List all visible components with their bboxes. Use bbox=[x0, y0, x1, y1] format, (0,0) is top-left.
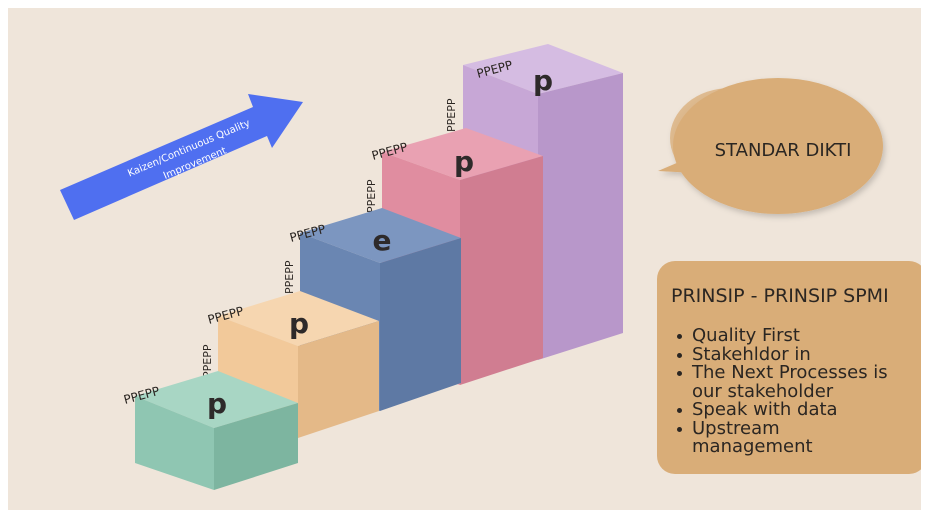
step-block-4-letter: p bbox=[454, 145, 474, 178]
step-block-3-side bbox=[380, 238, 461, 411]
principles-list: Quality First Stakehldor in The Next Pro… bbox=[673, 326, 888, 457]
step-block-2-top bbox=[218, 291, 379, 346]
step-block-1-front bbox=[135, 396, 214, 490]
step-block-2-letter: p bbox=[289, 307, 309, 340]
principles-title: PRINSIP - PRINSIP SPMI bbox=[671, 285, 889, 307]
arrow-shape bbox=[60, 94, 303, 220]
step-block-3-side-label: PPEPP bbox=[283, 260, 296, 294]
step-block-1-top bbox=[135, 371, 298, 428]
principle-item-continuation: management bbox=[692, 436, 813, 457]
principle-item-continuation: our stakeholder bbox=[692, 380, 834, 402]
step-block-5-side bbox=[538, 73, 623, 360]
step-block-3-top bbox=[300, 208, 461, 263]
speech-bubble-body bbox=[673, 78, 883, 214]
principle-item: Stakehldor in bbox=[673, 345, 888, 365]
step-block-5-letter: p bbox=[533, 64, 553, 97]
improvement-arrow: Kaizen/Continuous Quality Improvement bbox=[60, 94, 303, 220]
principles-box: PRINSIP - PRINSIP SPMI Quality First Sta… bbox=[657, 261, 921, 474]
step-block-2-side bbox=[298, 321, 379, 438]
principle-item: Speak with data bbox=[673, 400, 888, 420]
step-block-3-letter: e bbox=[373, 224, 392, 257]
step-block-1-letter: p bbox=[207, 387, 227, 420]
slide-canvas: Kaizen/Continuous Quality Improvement p … bbox=[8, 8, 921, 510]
step-block-4-top bbox=[382, 128, 543, 180]
staircase-diagram: Kaizen/Continuous Quality Improvement p … bbox=[60, 44, 883, 490]
step-block-5-side-label: PPEPP bbox=[445, 98, 458, 132]
step-block-5-top bbox=[463, 44, 623, 94]
principle-item: Upstream bbox=[673, 419, 888, 439]
step-block-1-side bbox=[214, 403, 298, 490]
principle-item: Quality First bbox=[673, 326, 888, 346]
step-block-2-side-label: PPEPP bbox=[201, 344, 214, 378]
principle-item: The Next Processes is bbox=[673, 363, 888, 383]
step-block-4-side bbox=[460, 156, 543, 385]
speech-bubble: STANDAR DIKTI bbox=[658, 78, 883, 214]
step-block-4-side-label: PPEPP bbox=[365, 179, 378, 213]
speech-bubble-text: STANDAR DIKTI bbox=[715, 140, 852, 161]
